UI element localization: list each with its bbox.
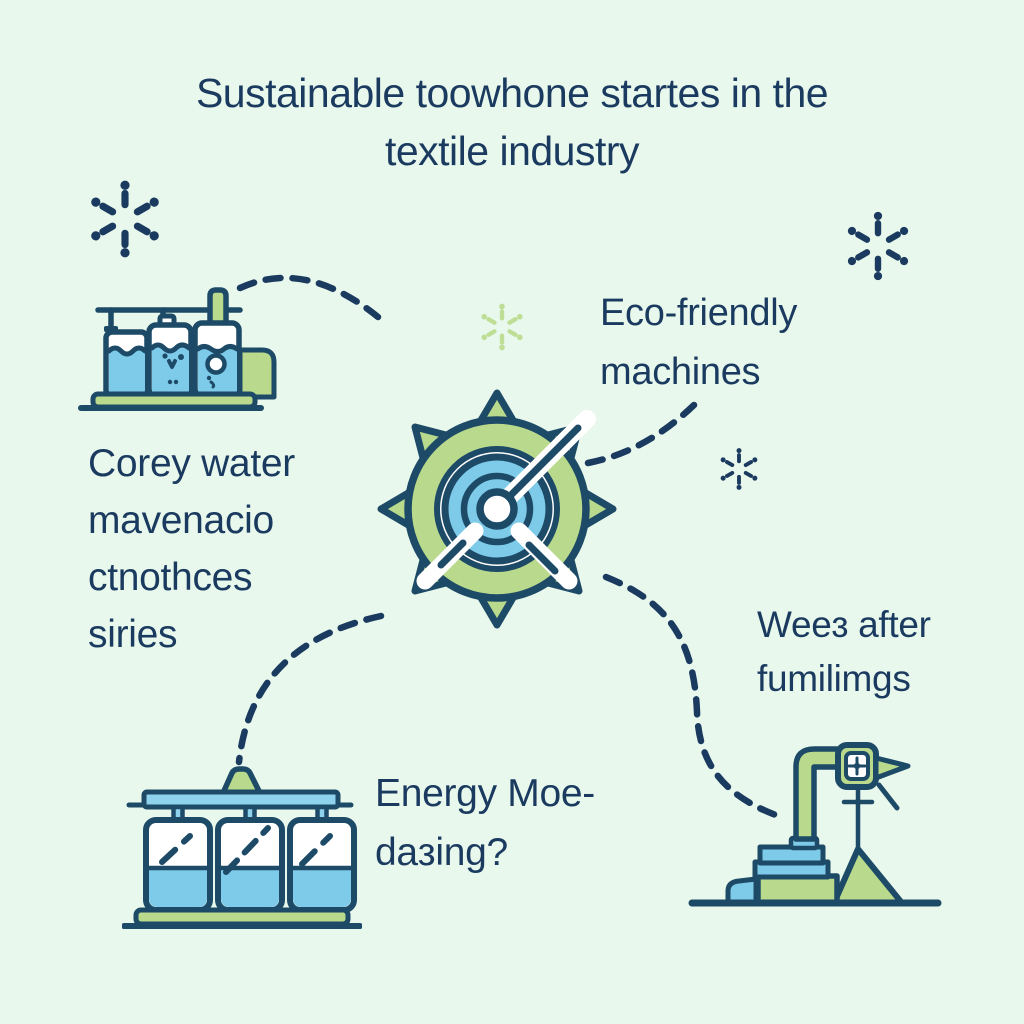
vat-3 (287, 817, 357, 913)
side-green-tank (237, 347, 277, 400)
spindle-rod (841, 784, 875, 852)
connector-gear-to-machine (602, 573, 785, 821)
vat-base-platform (122, 907, 362, 929)
label-energy: Energy Moe-daзing? (375, 772, 595, 874)
extruder-head (835, 742, 879, 790)
gear-needle (496, 410, 596, 510)
vat-2 (215, 817, 285, 913)
sparkle-icon (474, 299, 530, 355)
vat-1 (143, 817, 213, 913)
diagonal-rod (876, 782, 900, 811)
connector-gear-to-eco (584, 401, 698, 467)
tank-1 (103, 329, 150, 399)
label-water-conservation: Corey water mavenacio ctnothces siries (88, 442, 295, 656)
gear-needle-gaps (416, 522, 578, 590)
extruder-nozzle (873, 755, 911, 781)
textile-extruder-machine-icon (688, 742, 942, 907)
page-title: Sustainable toowhone startes in the text… (195, 70, 829, 175)
tank-base-platform (78, 391, 264, 411)
connector-tanks-to-gear (236, 274, 382, 321)
tank-2 (146, 313, 194, 399)
green-pipe (207, 287, 229, 326)
gear-hub (476, 488, 518, 530)
machine-step-left (725, 876, 759, 906)
water-treatment-tanks-icon (78, 287, 277, 411)
sparkle-icon (79, 173, 171, 265)
gear-inner-ring (460, 472, 534, 546)
fiber-mound (831, 846, 905, 906)
vat-funnel (220, 766, 263, 796)
vat-top-bar (141, 789, 341, 810)
machine-base-block (755, 873, 840, 906)
connector-gear-to-vats (235, 612, 385, 766)
dye-vats-icon (122, 766, 362, 929)
gear-target-icon (377, 389, 617, 629)
sparkle-icon (837, 205, 919, 287)
label-eco-friendly-machines: Eco-friendly machines (600, 292, 798, 393)
sparkle-icon (717, 446, 761, 492)
label-wees-after: Weeɜ after fumilimgs (757, 604, 931, 699)
machine-pipe (793, 746, 845, 842)
tank-3 (192, 320, 242, 399)
